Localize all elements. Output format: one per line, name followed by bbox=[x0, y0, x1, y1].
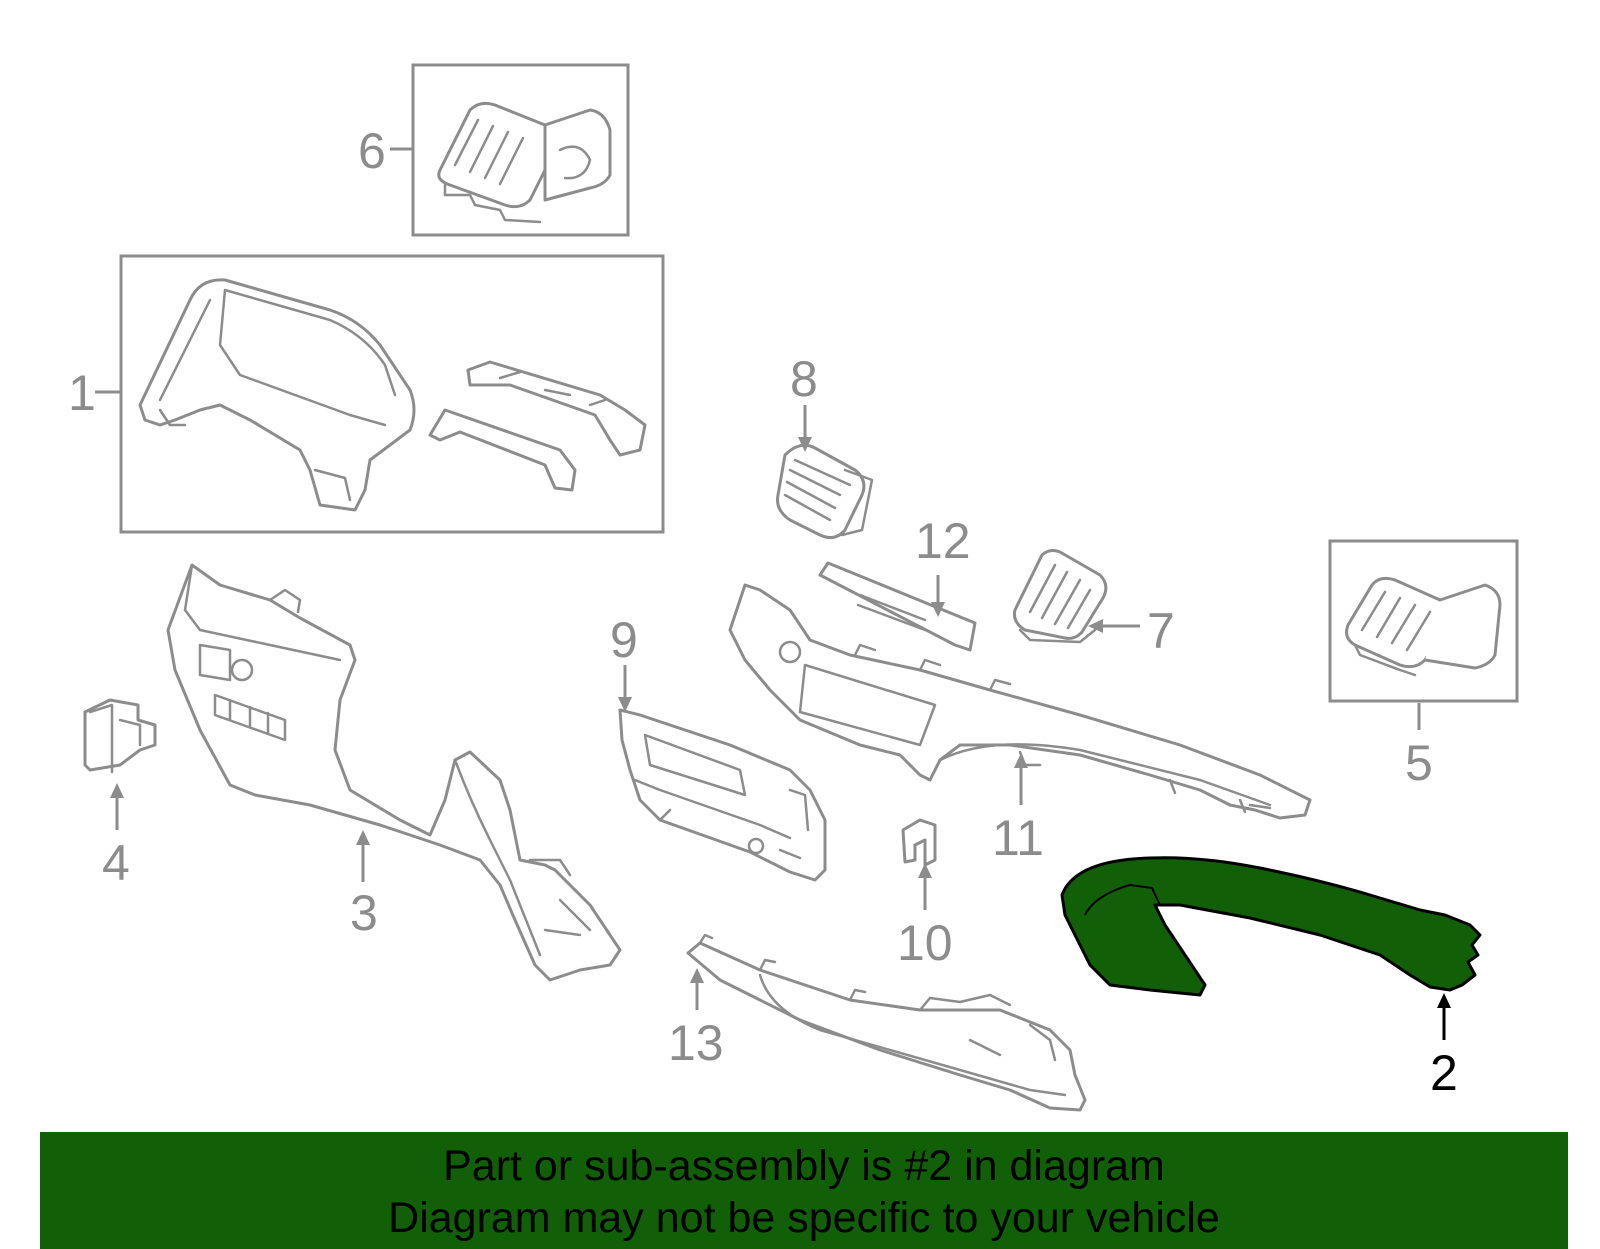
callout-5: 5 bbox=[1405, 735, 1433, 791]
part-5-box bbox=[1328, 539, 1519, 703]
callout-1: 1 bbox=[68, 365, 96, 421]
part-8-air-vent: 8 bbox=[776, 351, 874, 540]
part-1-box bbox=[119, 254, 665, 534]
callout-3: 3 bbox=[350, 885, 378, 941]
part-11-dash-panel: 11 bbox=[728, 583, 1312, 866]
callout-6: 6 bbox=[358, 123, 386, 179]
callout-12: 12 bbox=[915, 513, 971, 569]
callout-13: 13 bbox=[668, 1015, 724, 1071]
part-2-dash-trim-highlighted: 2 bbox=[1060, 856, 1482, 1101]
banner-line-2: Diagram may not be specific to your vehi… bbox=[388, 1194, 1220, 1242]
part-7-air-vent: 7 bbox=[1013, 549, 1175, 659]
part-2-shape[interactable] bbox=[1060, 856, 1482, 997]
part-10-clip: 10 bbox=[897, 818, 953, 971]
part-9-bracket: 9 bbox=[610, 612, 827, 882]
part-4-clip: 4 bbox=[83, 698, 157, 891]
banner-line-1: Part or sub-assembly is #2 in diagram bbox=[443, 1142, 1165, 1190]
part-6-box bbox=[411, 63, 630, 237]
info-banner: Part or sub-assembly is #2 in diagram Di… bbox=[40, 1132, 1568, 1249]
part-1-cluster-bezel: 1 bbox=[68, 254, 665, 534]
callout-7: 7 bbox=[1147, 603, 1175, 659]
callout-4: 4 bbox=[102, 835, 130, 891]
part-13-lower-trim: 13 bbox=[668, 933, 1087, 1112]
callout-9: 9 bbox=[610, 612, 638, 668]
callout-10: 10 bbox=[897, 915, 953, 971]
part-12-trim-strip: 12 bbox=[818, 513, 977, 652]
callout-2: 2 bbox=[1430, 1045, 1458, 1101]
part-6-air-vent: 6 bbox=[358, 63, 630, 237]
callout-8: 8 bbox=[790, 351, 818, 407]
part-3-lower-panel: 3 bbox=[166, 563, 622, 982]
part-5-air-vent: 5 bbox=[1328, 539, 1519, 791]
callout-11: 11 bbox=[992, 810, 1044, 866]
